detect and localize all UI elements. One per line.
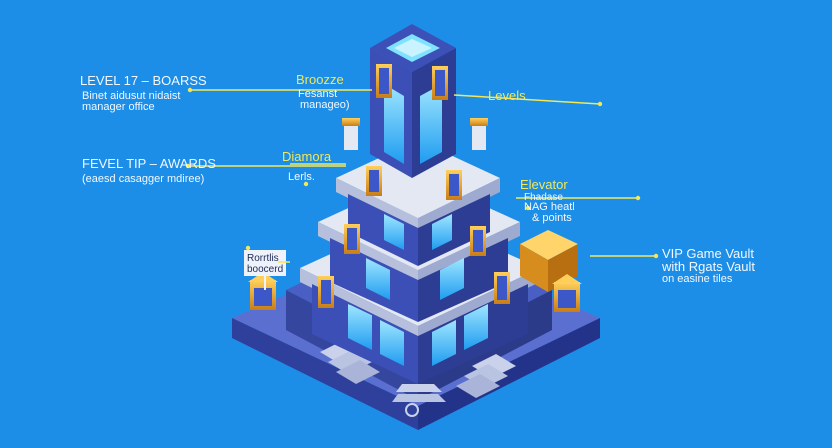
elevator-sub-a: Fhadase [524,192,563,203]
tower-columns [342,118,488,150]
elevator-title: Elevator [520,177,568,192]
level-title-1: LEVEL 17 – BOARSS [80,73,207,88]
level-sub-1b: manager office [82,101,155,113]
bronze-sub-a: Fesanst [298,88,338,100]
vip-vault [520,230,578,292]
vip-sub-b: on easine tiles [662,273,733,285]
plaque-text-a: Rorrtlis [247,253,279,264]
bronze-title: Broozze [296,72,344,87]
plaque-text-b: boocerd [247,264,284,275]
levels-mid: Lerls. [288,171,315,183]
stairs-right [456,354,516,398]
vip-sub-a: with Rgats Vault [662,259,755,274]
plaque-sign [244,250,286,290]
callout-dots [185,87,659,259]
level-title-2: FEVEL TIP – AWARDS [82,156,216,171]
tower-tier-3 [336,140,500,266]
vip-title: VIP Game Vault [662,246,755,261]
levels-top: Levels [488,88,526,103]
callout-lines [190,89,656,263]
level-sub-2: (eaesd casagger mdiree) [82,173,205,185]
diamond-label: Diamora [282,149,332,164]
stairs-front [392,384,446,417]
gold-banners [318,64,510,308]
level-sub-1a: Binet aidusut nidaist [82,90,181,102]
elevator-sub-c: & points [532,212,572,224]
bronze-sub-b: manageo) [300,99,350,111]
gold-kiosk-left [248,272,278,310]
gold-kiosk-right [552,274,582,312]
tower-top-shaft [370,24,456,178]
elevator-sub-b: NAG heatl [524,201,575,213]
